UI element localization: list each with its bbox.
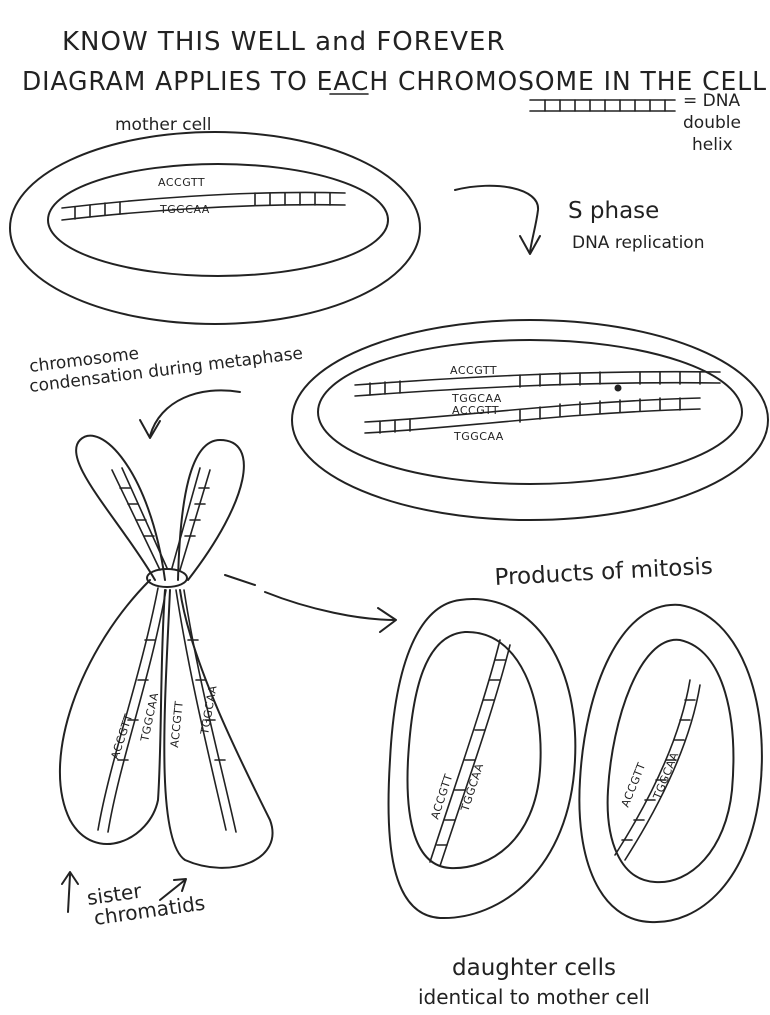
daughter-cell-1-outer-membrane	[388, 599, 575, 918]
daughter-cell-2-dna	[615, 680, 700, 860]
chromatid-dna-upper-right	[172, 468, 210, 570]
metaphase-chromosome: ACCGTT TGGCAA ACCGTT TGGCAA	[60, 436, 273, 868]
legend-rungs	[545, 100, 665, 111]
replication-fork-dot	[615, 385, 622, 392]
daughter-cell-1-dna	[430, 640, 510, 866]
replicated-seq-1-top: ACCGTT	[450, 364, 497, 377]
replicated-dna-1-bottom	[355, 383, 720, 396]
chromosome-upper-left-lobe	[76, 436, 165, 580]
condensation-arrow	[140, 390, 240, 438]
daughter-2-seq-bottom: TGGCAA	[650, 750, 681, 802]
mitosis-arrow	[225, 575, 396, 632]
daughter-2-seq-top: ACCGTT	[619, 761, 649, 810]
chromatid-seq-2-bottom: TGGCAA	[198, 684, 220, 736]
mitosis-arrow-line	[225, 575, 395, 620]
daughter-cell-1-rungs	[437, 660, 505, 845]
replicated-dna-2-top	[365, 398, 700, 422]
mother-cell-outer-membrane	[10, 132, 420, 324]
products-of-mitosis-label: Products of mitosis	[494, 554, 713, 591]
replicated-cell-dna: ACCGTT TGGCAA ACCGTT TGGCAA	[355, 364, 720, 443]
chromatid-seq-1-top: ACCGTT	[108, 712, 135, 761]
mother-cell-nucleus	[48, 164, 388, 276]
replicated-dna-2-bottom	[365, 409, 700, 433]
daughter-cell-1: ACCGTT TGGCAA	[388, 599, 575, 918]
replicated-dna-2-rungs	[380, 398, 680, 433]
daughter-1-seq-bottom: TGGCAA	[458, 762, 486, 814]
daughter-cell-2: ACCGTT TGGCAA	[579, 605, 762, 922]
replicated-cell-nucleus	[318, 340, 742, 484]
title-line-2: DIAGRAM APPLIES TO EACH CHROMOSOME IN TH…	[22, 67, 767, 97]
chromatid-seq-2-top: ACCGTT	[168, 700, 186, 748]
daughter-cell-1-nucleus	[407, 632, 540, 868]
title-line-1: KNOW THIS WELL and FOREVER	[62, 27, 506, 57]
mother-cell-dna: ACCGTT TGGCAA	[62, 176, 345, 220]
mother-seq-top: ACCGTT	[158, 176, 205, 189]
replicated-seq-2-top: ACCGTT	[452, 404, 499, 417]
mother-seq-bottom: TGGCAA	[159, 203, 210, 216]
replicated-seq-2-bottom: TGGCAA	[453, 430, 504, 443]
s-phase-title: S phase	[568, 198, 659, 224]
legend-text-line-1: = DNA	[683, 91, 740, 111]
condensation-arrow-line	[150, 390, 240, 436]
chromatid-seq-1-bottom: TGGCAA	[138, 691, 161, 743]
sister-arrow-left	[62, 872, 78, 912]
s-phase-subtitle: DNA replication	[572, 233, 704, 253]
legend-text-line-2: double	[683, 113, 741, 133]
s-phase-arrow-line	[455, 186, 538, 252]
dna-legend: = DNA double helix	[530, 91, 741, 155]
s-phase-arrow	[455, 186, 540, 254]
daughter-cells-line-1: daughter cells	[452, 955, 616, 981]
daughter-cells-line-2: identical to mother cell	[418, 985, 650, 1009]
legend-text-line-3: helix	[692, 135, 733, 155]
